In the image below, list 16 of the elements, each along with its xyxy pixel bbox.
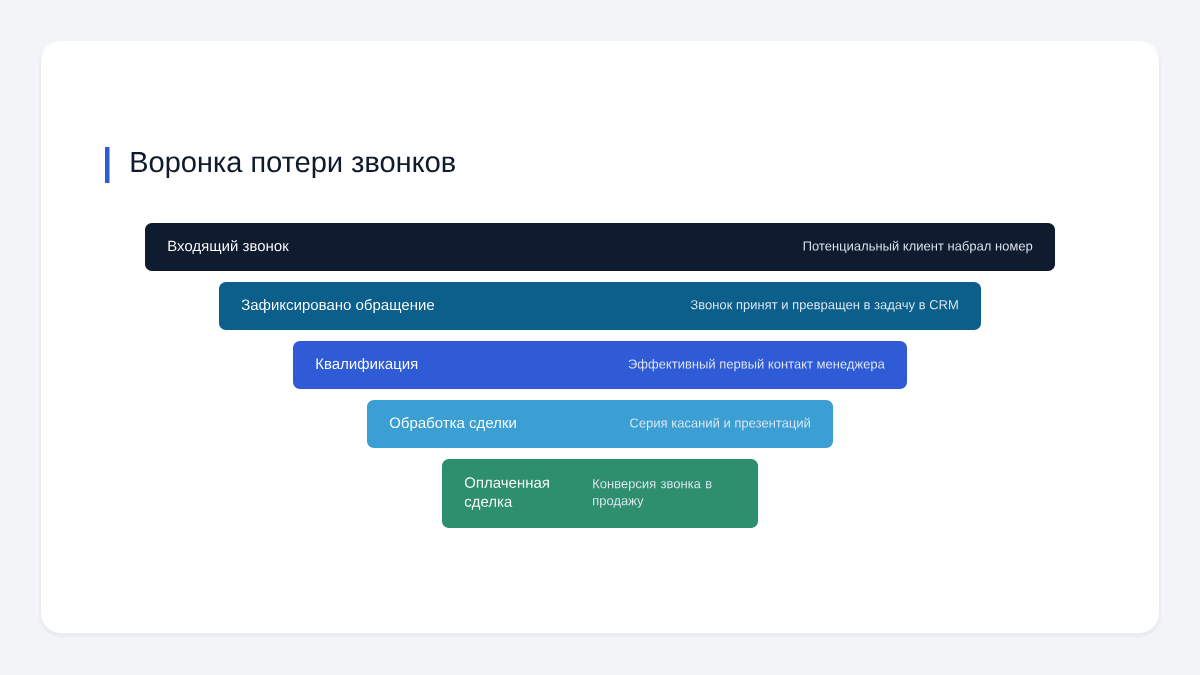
stage-title: Оплаченная сделка xyxy=(464,477,549,510)
funnel-stage xyxy=(367,400,833,448)
stage-title: Квалификация xyxy=(316,358,418,372)
funnel-stage xyxy=(442,459,758,528)
stage-title: Зафиксировано обращение xyxy=(241,298,435,314)
stage-title: Обработка сделки xyxy=(389,416,516,432)
stage-description: Потенциальный клиент набрал номер xyxy=(803,240,1033,254)
stage-description: Серия касаний и презентаций xyxy=(630,417,810,431)
stage-title: Входящий звонок xyxy=(168,239,289,255)
stage-description: Звонок принят и превращен в задачу в CRM xyxy=(690,300,958,312)
stage-description: Конверсия звонка в продажу xyxy=(593,479,712,508)
funnel-stage xyxy=(293,341,907,389)
funnel-stage xyxy=(219,282,981,330)
funnel-stage xyxy=(145,223,1055,271)
title: Воронка потери звонков xyxy=(131,152,455,178)
stage-description: Эффективный первый контакт менеджера xyxy=(628,358,885,372)
